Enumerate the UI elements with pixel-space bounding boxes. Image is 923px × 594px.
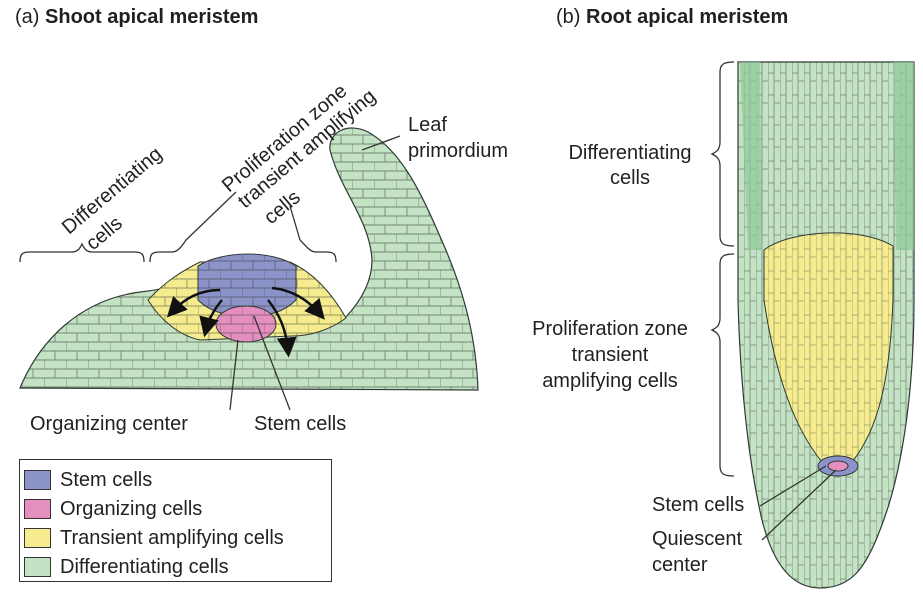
- arrow-right-down: [267, 299, 297, 358]
- panel-b-letter: (b): [556, 6, 581, 28]
- shoot-meristem-tissue: [19, 127, 479, 391]
- legend-label-organizing: Organizing cells: [60, 498, 203, 520]
- shoot-label-leaf: Leaf: [408, 114, 447, 136]
- legend-label-transient: Transient amplifying cells: [60, 527, 284, 549]
- root-label-proliferation-2: transient: [571, 344, 649, 366]
- root-label-quiescent: Quiescent: [652, 528, 743, 550]
- shoot-label-primordium: primordium: [408, 140, 509, 162]
- legend-swatch-organizing: [24, 499, 51, 519]
- root-label-proliferation-3: amplifying cells: [542, 370, 678, 392]
- panel-a-heading: (a) Shoot apical meristem: [15, 6, 258, 28]
- legend-swatch-differentiating: [24, 557, 51, 577]
- panel-a-title: Shoot apical meristem: [45, 6, 259, 28]
- root-label-differentiating-1: Differentiating: [568, 142, 692, 164]
- legend-label-differentiating: Differentiating cells: [60, 556, 229, 578]
- root-label-stem-cells: Stem cells: [652, 494, 745, 516]
- arrow-right-up: [271, 286, 325, 320]
- root-label-differentiating-2: cells: [609, 167, 650, 189]
- arrow-left-down: [199, 299, 223, 338]
- root-quiescent-center-region: [827, 460, 849, 472]
- shoot-label-organizing-center: Organizing center: [30, 413, 188, 435]
- panel-b-title: Root apical meristem: [586, 6, 789, 28]
- legend-label-stem: Stem cells: [60, 469, 153, 491]
- root-brackets: [710, 61, 837, 541]
- root-label-proliferation-1: Proliferation zone: [532, 318, 688, 340]
- shoot-brackets: [19, 135, 401, 411]
- shoot-label-stem-cells: Stem cells: [254, 413, 347, 435]
- panel-b-heading: (b) Root apical meristem: [556, 6, 788, 28]
- legend-swatch-transient: [24, 528, 51, 548]
- root-label-center: center: [652, 554, 708, 576]
- legend-swatch-stem: [24, 470, 51, 490]
- legend: Stem cells Organizing cells Transient am…: [19, 459, 332, 582]
- panel-a-letter: (a): [15, 6, 40, 28]
- arrow-left-up: [166, 288, 221, 318]
- root-meristem-tissue: [737, 61, 915, 589]
